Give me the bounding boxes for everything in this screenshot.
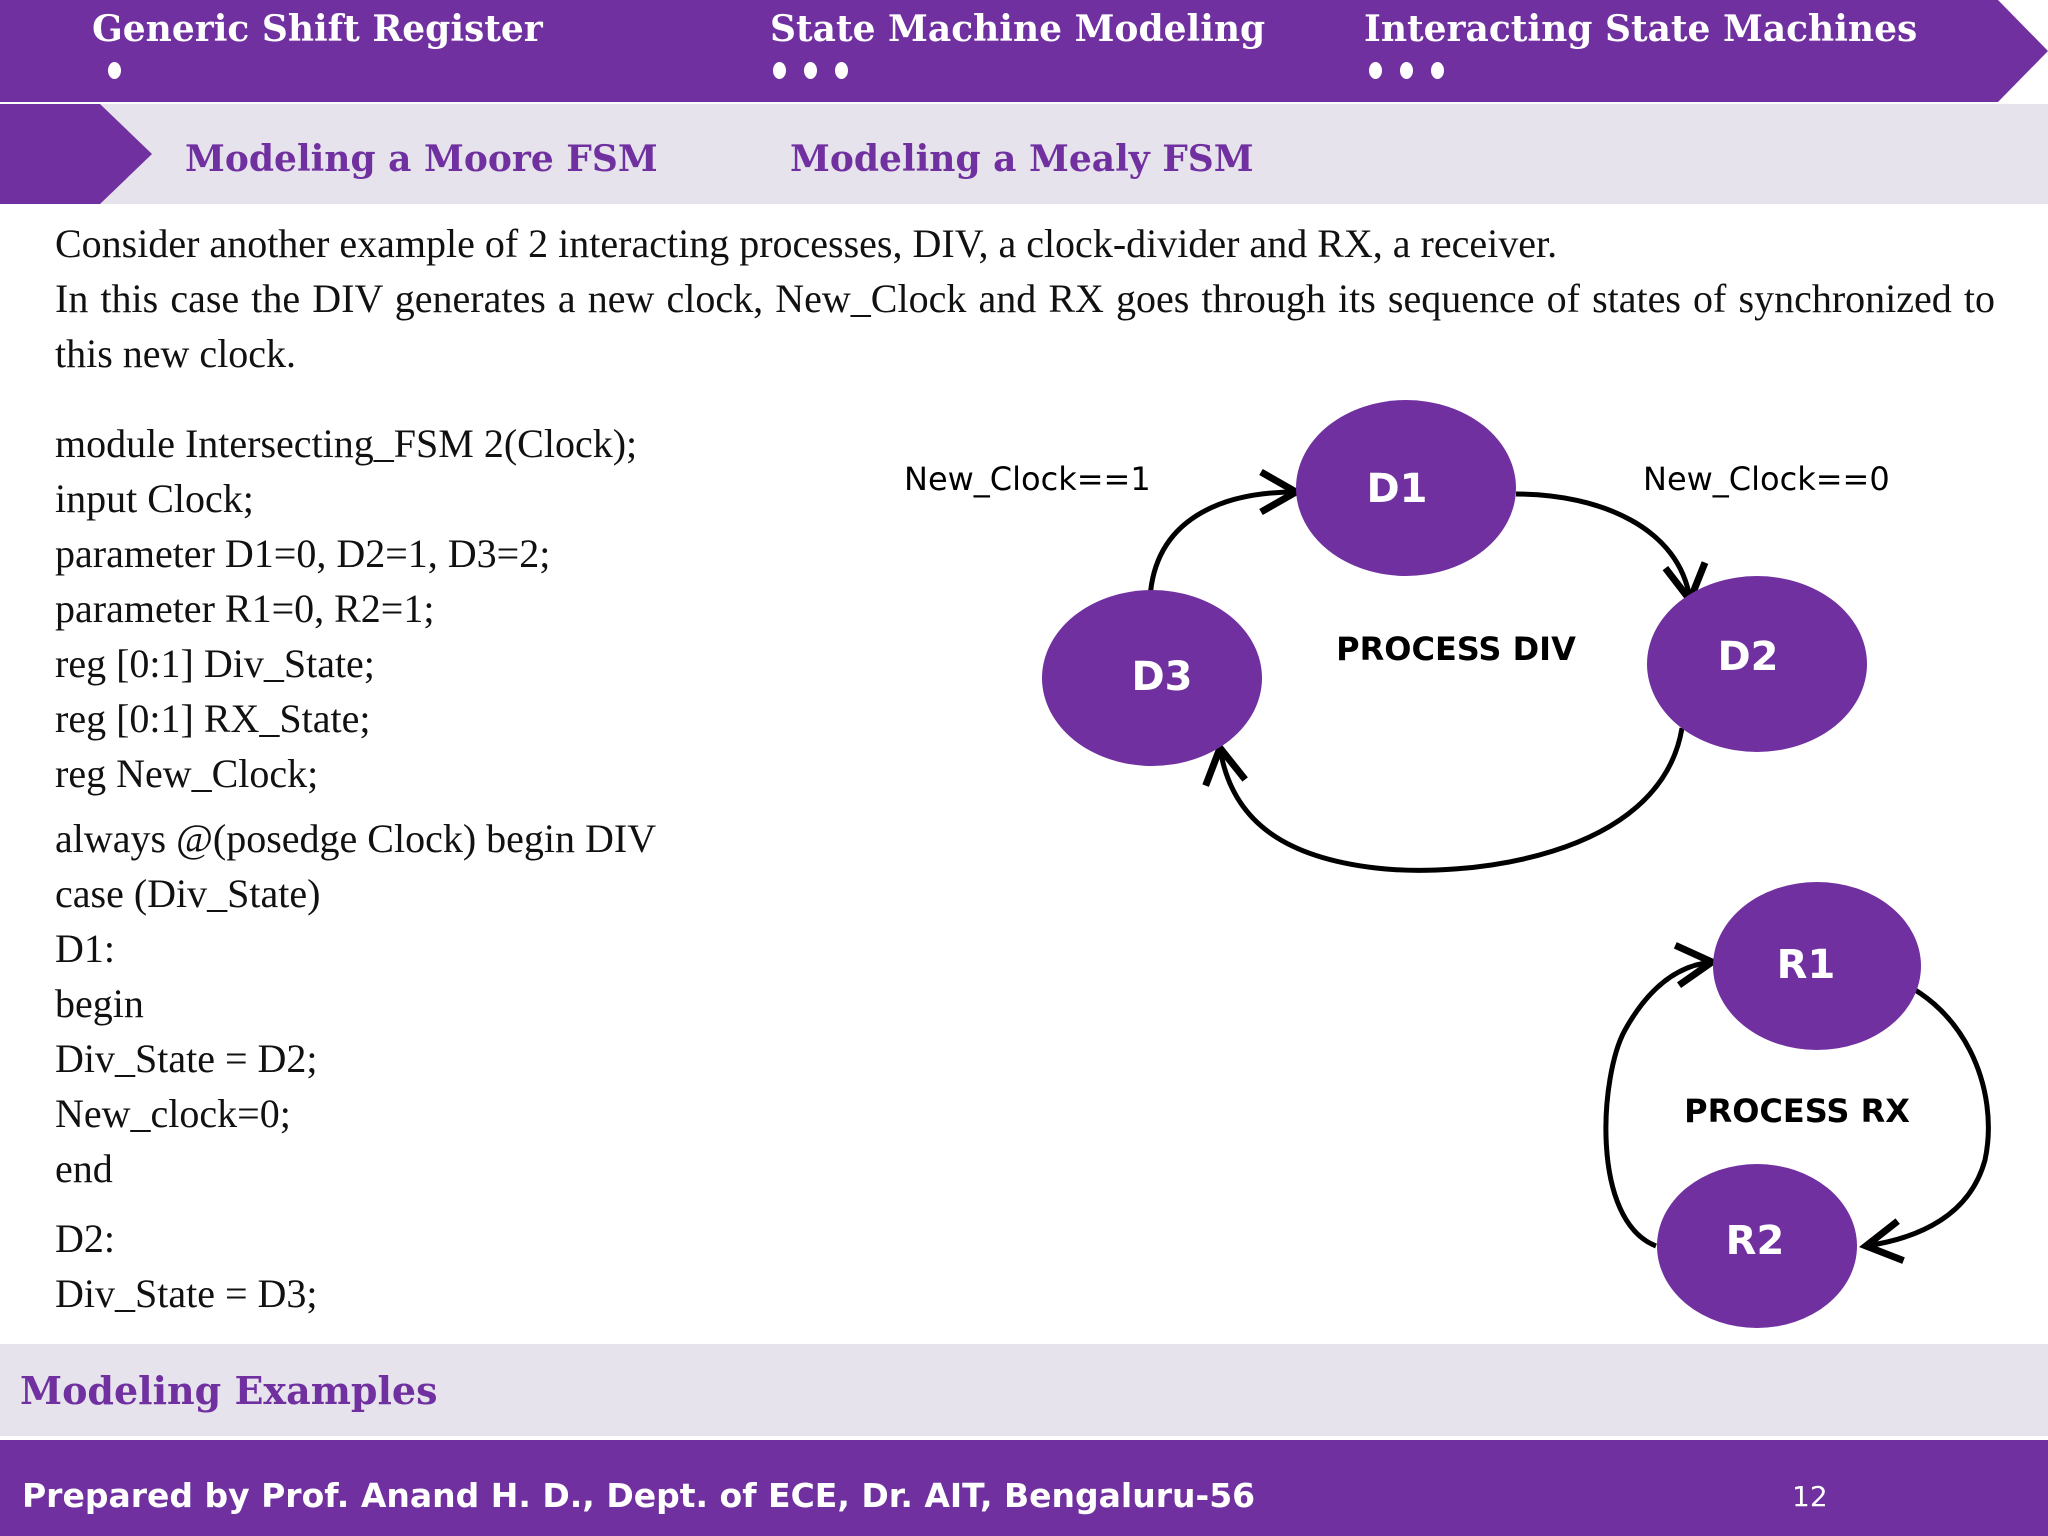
nav-interacting-state-machines[interactable]: Interacting State Machines — [1364, 8, 1918, 50]
state-d2[interactable]: D2 — [1647, 576, 1867, 752]
code-line: module Intersecting_FSM 2(Clock); — [55, 421, 638, 466]
state-r1-label: R1 — [1777, 942, 1836, 988]
state-r1[interactable]: R1 — [1713, 882, 1921, 1050]
code-line: end — [55, 1146, 113, 1191]
code-line: D2: — [55, 1216, 115, 1261]
author-credit: Prepared by Prof. Anand H. D., Dept. of … — [22, 1476, 1256, 1515]
progress-dot — [835, 62, 848, 79]
progress-dot — [804, 62, 817, 79]
code-line: begin — [55, 981, 144, 1026]
state-r2-label: R2 — [1726, 1218, 1785, 1264]
progress-dot — [1369, 62, 1382, 79]
process-rx-title: PROCESS RX — [1684, 1092, 1910, 1130]
progress-dot — [773, 62, 786, 79]
transition-d2-to-d3 — [1202, 727, 1685, 873]
transition-d1-to-d2 — [1515, 491, 1709, 607]
code-line: always @(posedge Clock) begin DIV — [55, 816, 657, 861]
transition-r2-to-r1 — [1603, 942, 1720, 1249]
top-nav-bar: Generic Shift Register State Machine Mod… — [0, 0, 2048, 102]
subnav-mealy-fsm[interactable]: Modeling a Mealy FSM — [790, 138, 1254, 180]
code-line: reg [0:1] Div_State; — [55, 641, 375, 686]
code-line: parameter R1=0, R2=1; — [55, 586, 435, 631]
nav-progress-dots-2 — [773, 62, 848, 79]
nav-generic-shift-register[interactable]: Generic Shift Register — [92, 8, 543, 50]
nav-progress-dots-1 — [108, 62, 121, 79]
code-line: parameter D1=0, D2=1, D3=2; — [55, 531, 551, 576]
nav-progress-dots-3 — [1369, 62, 1444, 79]
transition-label-new-clock-1: New_Clock==1 — [904, 460, 1151, 498]
progress-dot — [1400, 62, 1413, 79]
nav-state-machine-modeling[interactable]: State Machine Modeling — [770, 8, 1266, 50]
code-line: reg New_Clock; — [55, 751, 319, 796]
code-line: D1: — [55, 926, 115, 971]
intro-line-1: Consider another example of 2 interactin… — [55, 221, 1558, 266]
progress-dot — [1431, 62, 1444, 79]
credit-footer: Prepared by Prof. Anand H. D., Dept. of … — [0, 1440, 2048, 1536]
state-d3[interactable]: D3 — [1042, 590, 1262, 766]
intro-line-2: In this case the DIV generates a new clo… — [55, 276, 1995, 376]
state-d1-label: D1 — [1366, 466, 1427, 512]
code-line: input Clock; — [55, 476, 254, 521]
code-line: reg [0:1] RX_State; — [55, 696, 371, 741]
section-title: Modeling Examples — [20, 1368, 438, 1413]
state-r2[interactable]: R2 — [1657, 1164, 1857, 1328]
top-nav-background — [0, 0, 2048, 102]
state-d2-label: D2 — [1717, 634, 1778, 680]
transition-d3-to-d1 — [1147, 468, 1304, 599]
code-line: New_clock=0; — [55, 1091, 291, 1136]
state-d1[interactable]: D1 — [1296, 400, 1516, 576]
code-line: Div_State = D2; — [55, 1036, 318, 1081]
code-line: Div_State = D3; — [55, 1271, 318, 1316]
transition-r1-to-r2 — [1859, 971, 1991, 1264]
sub-nav-bar: Modeling a Moore FSM Modeling a Mealy FS… — [0, 104, 2048, 204]
process-div-title: PROCESS DIV — [1336, 630, 1576, 668]
state-d3-label: D3 — [1131, 654, 1192, 700]
code-line: case (Div_State) — [55, 871, 321, 916]
subnav-moore-fsm[interactable]: Modeling a Moore FSM — [185, 138, 658, 180]
page-number: 12 — [1792, 1480, 1828, 1513]
progress-dot — [108, 62, 121, 79]
sub-nav-arrow-tab — [0, 104, 152, 204]
section-footer: Modeling Examples — [0, 1344, 2048, 1436]
intro-text: Consider another example of 2 interactin… — [55, 216, 1995, 381]
transition-label-new-clock-0: New_Clock==0 — [1643, 460, 1890, 498]
